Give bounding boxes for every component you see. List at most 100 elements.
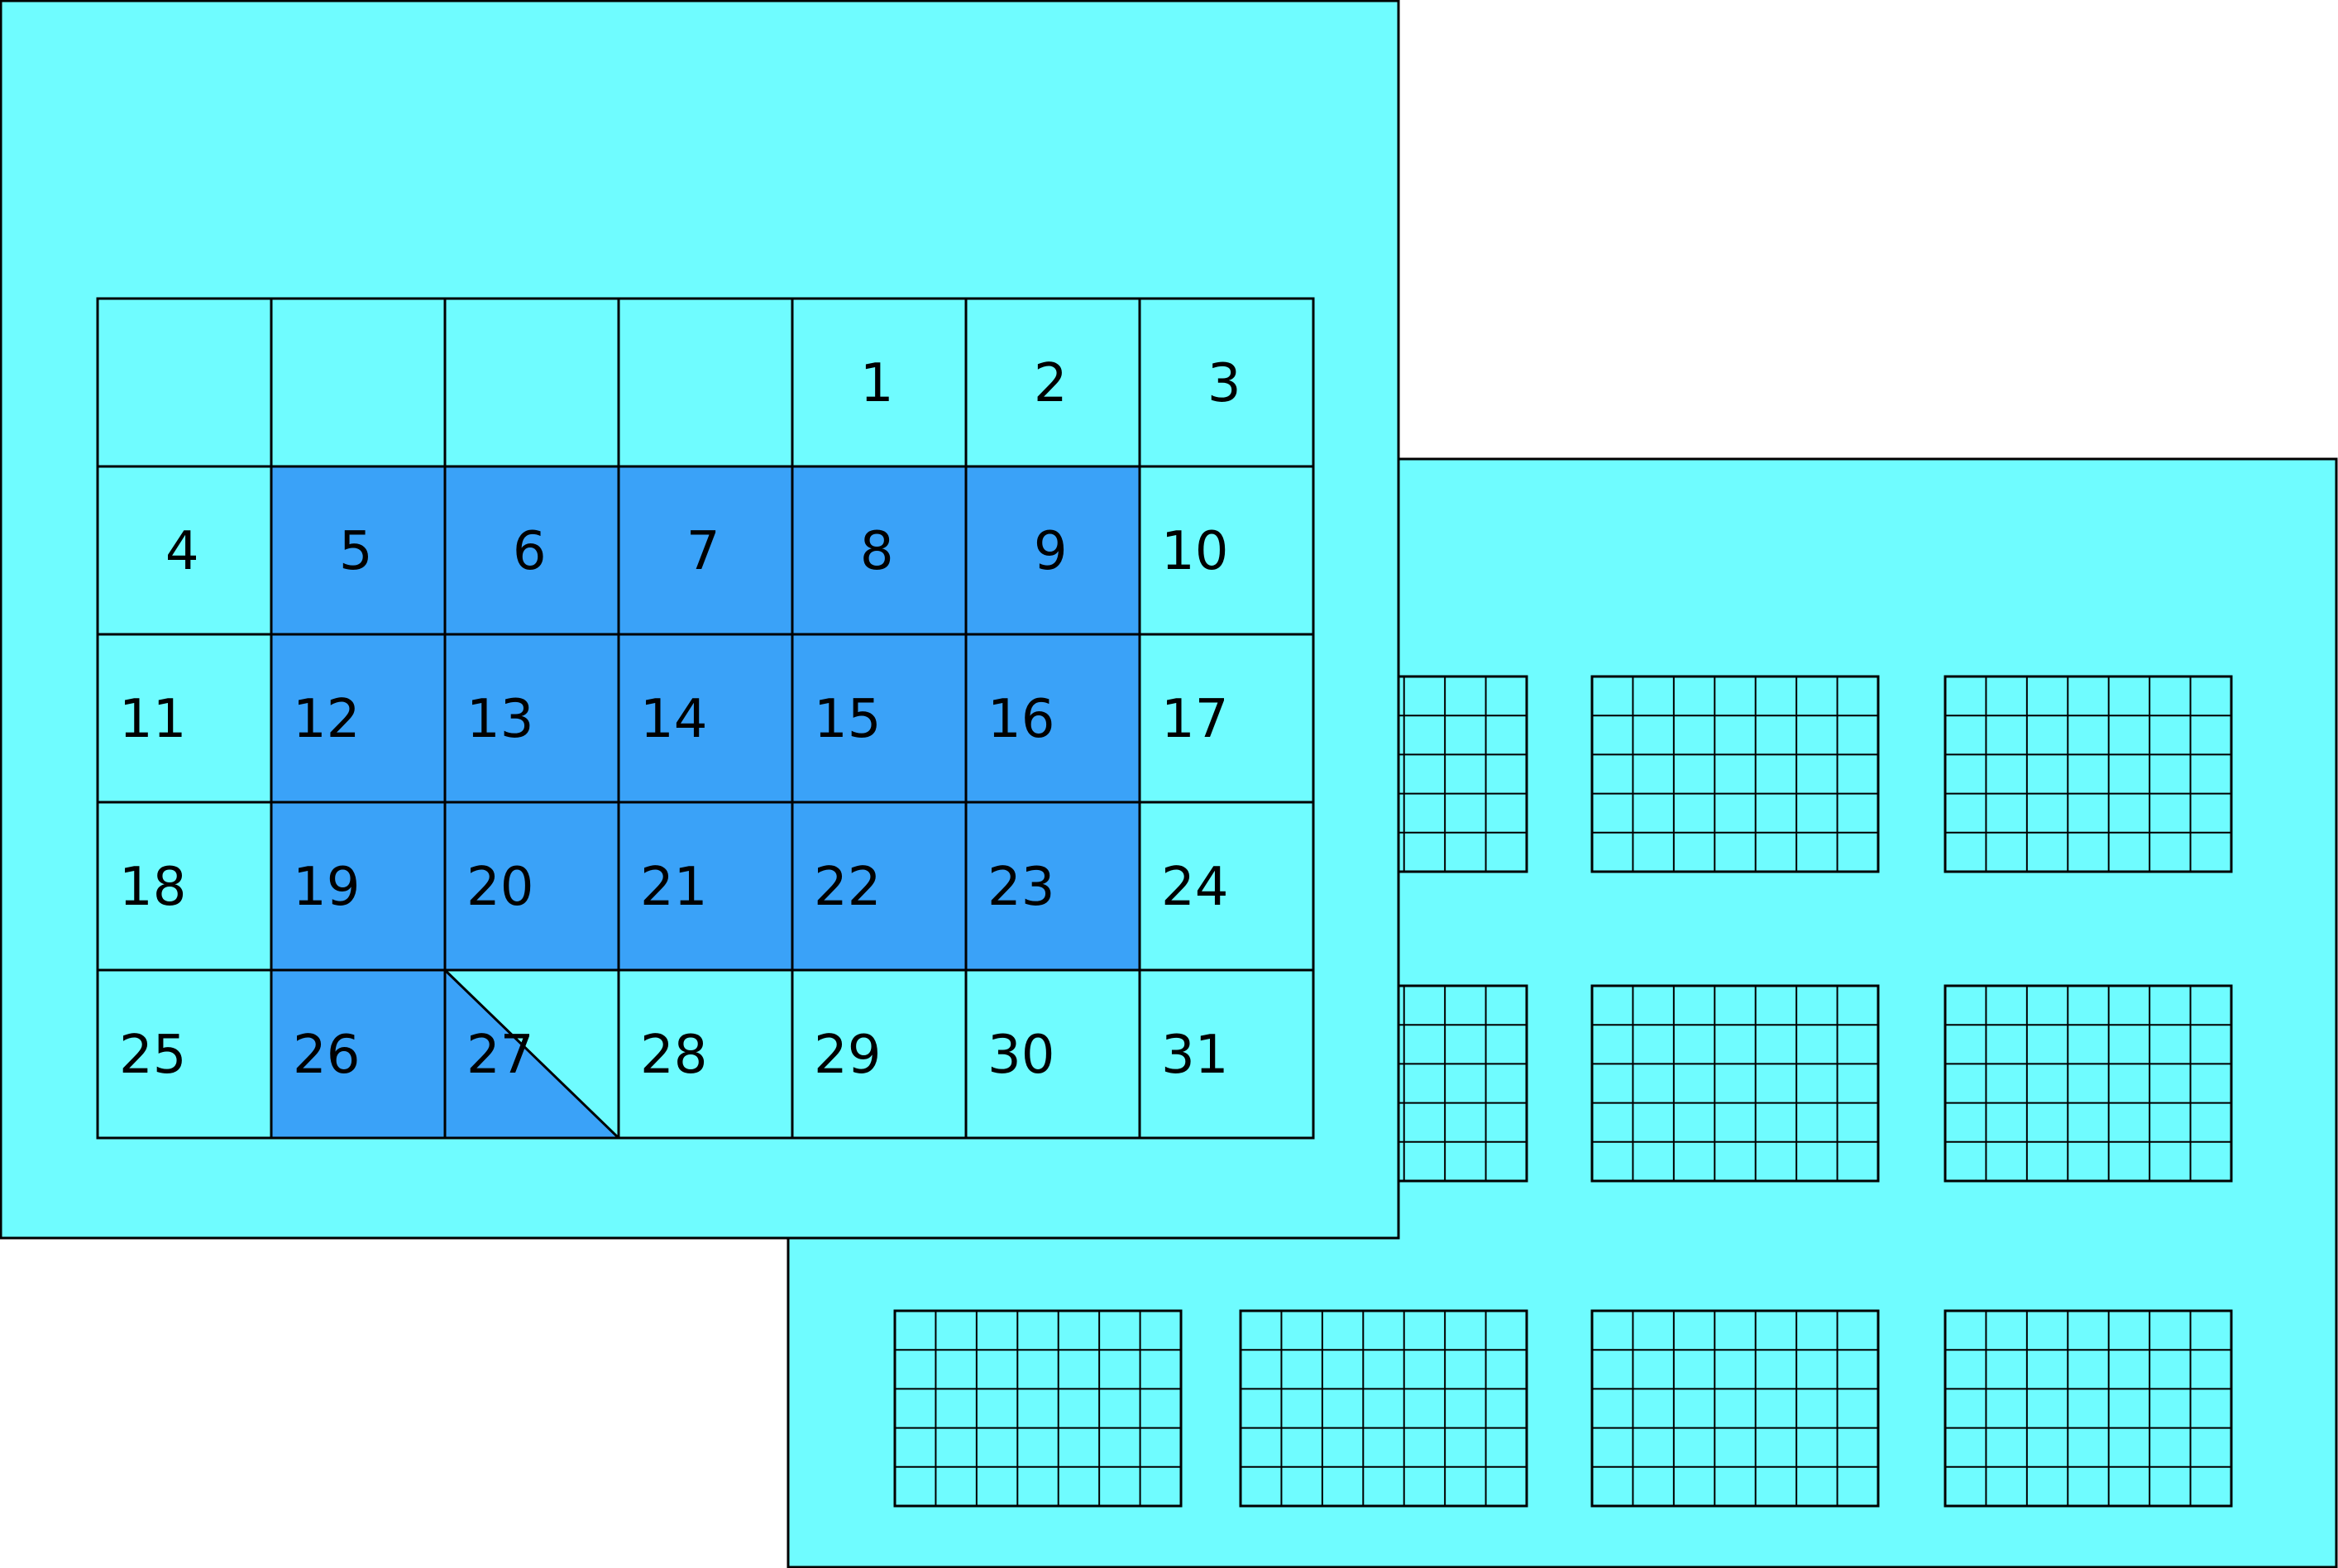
mini-grid-frame [1590, 984, 1880, 1183]
day-number: 26 [293, 1025, 360, 1086]
day-cell-24: 24 [1138, 801, 1315, 972]
day-cell-17: 17 [1138, 633, 1315, 804]
day-cell-13: 13 [443, 633, 620, 804]
day-cell-4: 4 [96, 465, 273, 636]
day-cell-27: 27 [443, 967, 622, 1140]
day-cell-29: 29 [791, 968, 968, 1140]
day-cell-background [270, 801, 447, 972]
day-number: 12 [293, 689, 360, 750]
day-number: 30 [987, 1025, 1054, 1086]
day-cell-background [1138, 801, 1315, 972]
day-cell-background [96, 633, 273, 804]
day-cell-background [443, 633, 620, 804]
blank-day-cell [270, 297, 447, 468]
day-cell-background [270, 968, 447, 1140]
mini-month-grid [1944, 984, 2233, 1183]
mini-month-grid [893, 1309, 1183, 1508]
half-highlight-triangle [443, 967, 622, 1140]
day-number: 22 [814, 857, 881, 918]
day-number: 7 [686, 521, 720, 582]
mini-grid-frame [1239, 1309, 1528, 1508]
day-number: 13 [466, 689, 533, 750]
day-cell-15: 15 [791, 633, 968, 804]
day-cell-23: 23 [964, 801, 1141, 972]
day-cell-10: 10 [1138, 465, 1315, 636]
day-number: 17 [1161, 689, 1228, 750]
day-number: 2 [1034, 353, 1068, 414]
day-number: 1 [860, 353, 894, 414]
day-cell-background [617, 801, 794, 972]
day-cell-background [270, 465, 447, 636]
day-number: 19 [293, 857, 360, 918]
day-cell-9: 9 [964, 465, 1141, 636]
day-number: 16 [987, 689, 1054, 750]
mini-grid-frame [1944, 1309, 2233, 1508]
day-cell-25: 25 [96, 968, 273, 1140]
day-cell-background [1138, 297, 1315, 468]
day-number: 11 [119, 689, 186, 750]
day-cell-26: 26 [270, 968, 447, 1140]
day-cell-30: 30 [964, 968, 1141, 1140]
day-number: 25 [119, 1025, 186, 1086]
day-number: 20 [466, 857, 533, 918]
day-number: 10 [1161, 521, 1228, 582]
day-cell-background [964, 297, 1141, 468]
day-cell-6: 6 [443, 465, 620, 636]
day-cell-11: 11 [96, 633, 273, 804]
day-number: 15 [814, 689, 881, 750]
day-cell-20: 20 [443, 801, 620, 972]
day-number: 23 [987, 857, 1054, 918]
day-cell-16: 16 [964, 633, 1141, 804]
day-cell-background [964, 801, 1141, 972]
day-number: 6 [513, 521, 547, 582]
day-cell-background [791, 297, 968, 468]
mini-month-grid [1590, 1309, 1880, 1508]
day-cell-19: 19 [270, 801, 447, 972]
mini-month-grid [1944, 1309, 2233, 1508]
day-number: 9 [1034, 521, 1068, 582]
day-number: 4 [165, 521, 199, 582]
day-cell-background [617, 297, 794, 468]
day-cell-background [96, 801, 273, 972]
day-cell-5: 5 [270, 465, 447, 636]
day-cell-background [270, 297, 447, 468]
day-cell-background [96, 297, 273, 468]
day-number: 5 [339, 521, 373, 582]
day-number: 24 [1161, 857, 1228, 918]
day-cell-7: 7 [617, 465, 794, 636]
day-number: 21 [640, 857, 707, 918]
mini-grid-frame [893, 1309, 1183, 1508]
day-cell-31: 31 [1138, 968, 1315, 1140]
day-cell-background [1138, 465, 1315, 636]
day-number: 29 [814, 1025, 881, 1086]
day-cell-14: 14 [617, 633, 794, 804]
day-cell-background [791, 465, 968, 636]
day-cell-background [96, 465, 273, 636]
day-number: 27 [466, 1025, 533, 1086]
day-cell-background [791, 801, 968, 972]
day-cell-background [964, 465, 1141, 636]
day-cell-background [617, 633, 794, 804]
day-cell-background [791, 968, 968, 1140]
day-cell-background [617, 968, 794, 1140]
mini-month-grid [1590, 984, 1880, 1183]
day-cell-background [443, 465, 620, 636]
mini-month-grid [1239, 1309, 1528, 1508]
day-cell-background [1138, 968, 1315, 1140]
day-cell-background [96, 968, 273, 1140]
day-cell-2: 2 [964, 297, 1141, 468]
day-cell-18: 18 [96, 801, 273, 972]
day-cell-3: 3 [1138, 297, 1315, 468]
mini-month-grid [1590, 675, 1880, 873]
day-cell-28: 28 [617, 968, 794, 1140]
mini-month-grid [1944, 675, 2233, 873]
day-number: 31 [1161, 1025, 1228, 1086]
blank-day-cell [443, 297, 620, 468]
day-cell-8: 8 [791, 465, 968, 636]
day-cell-background [443, 297, 620, 468]
blank-day-cell [617, 297, 794, 468]
day-number: 3 [1207, 353, 1241, 414]
